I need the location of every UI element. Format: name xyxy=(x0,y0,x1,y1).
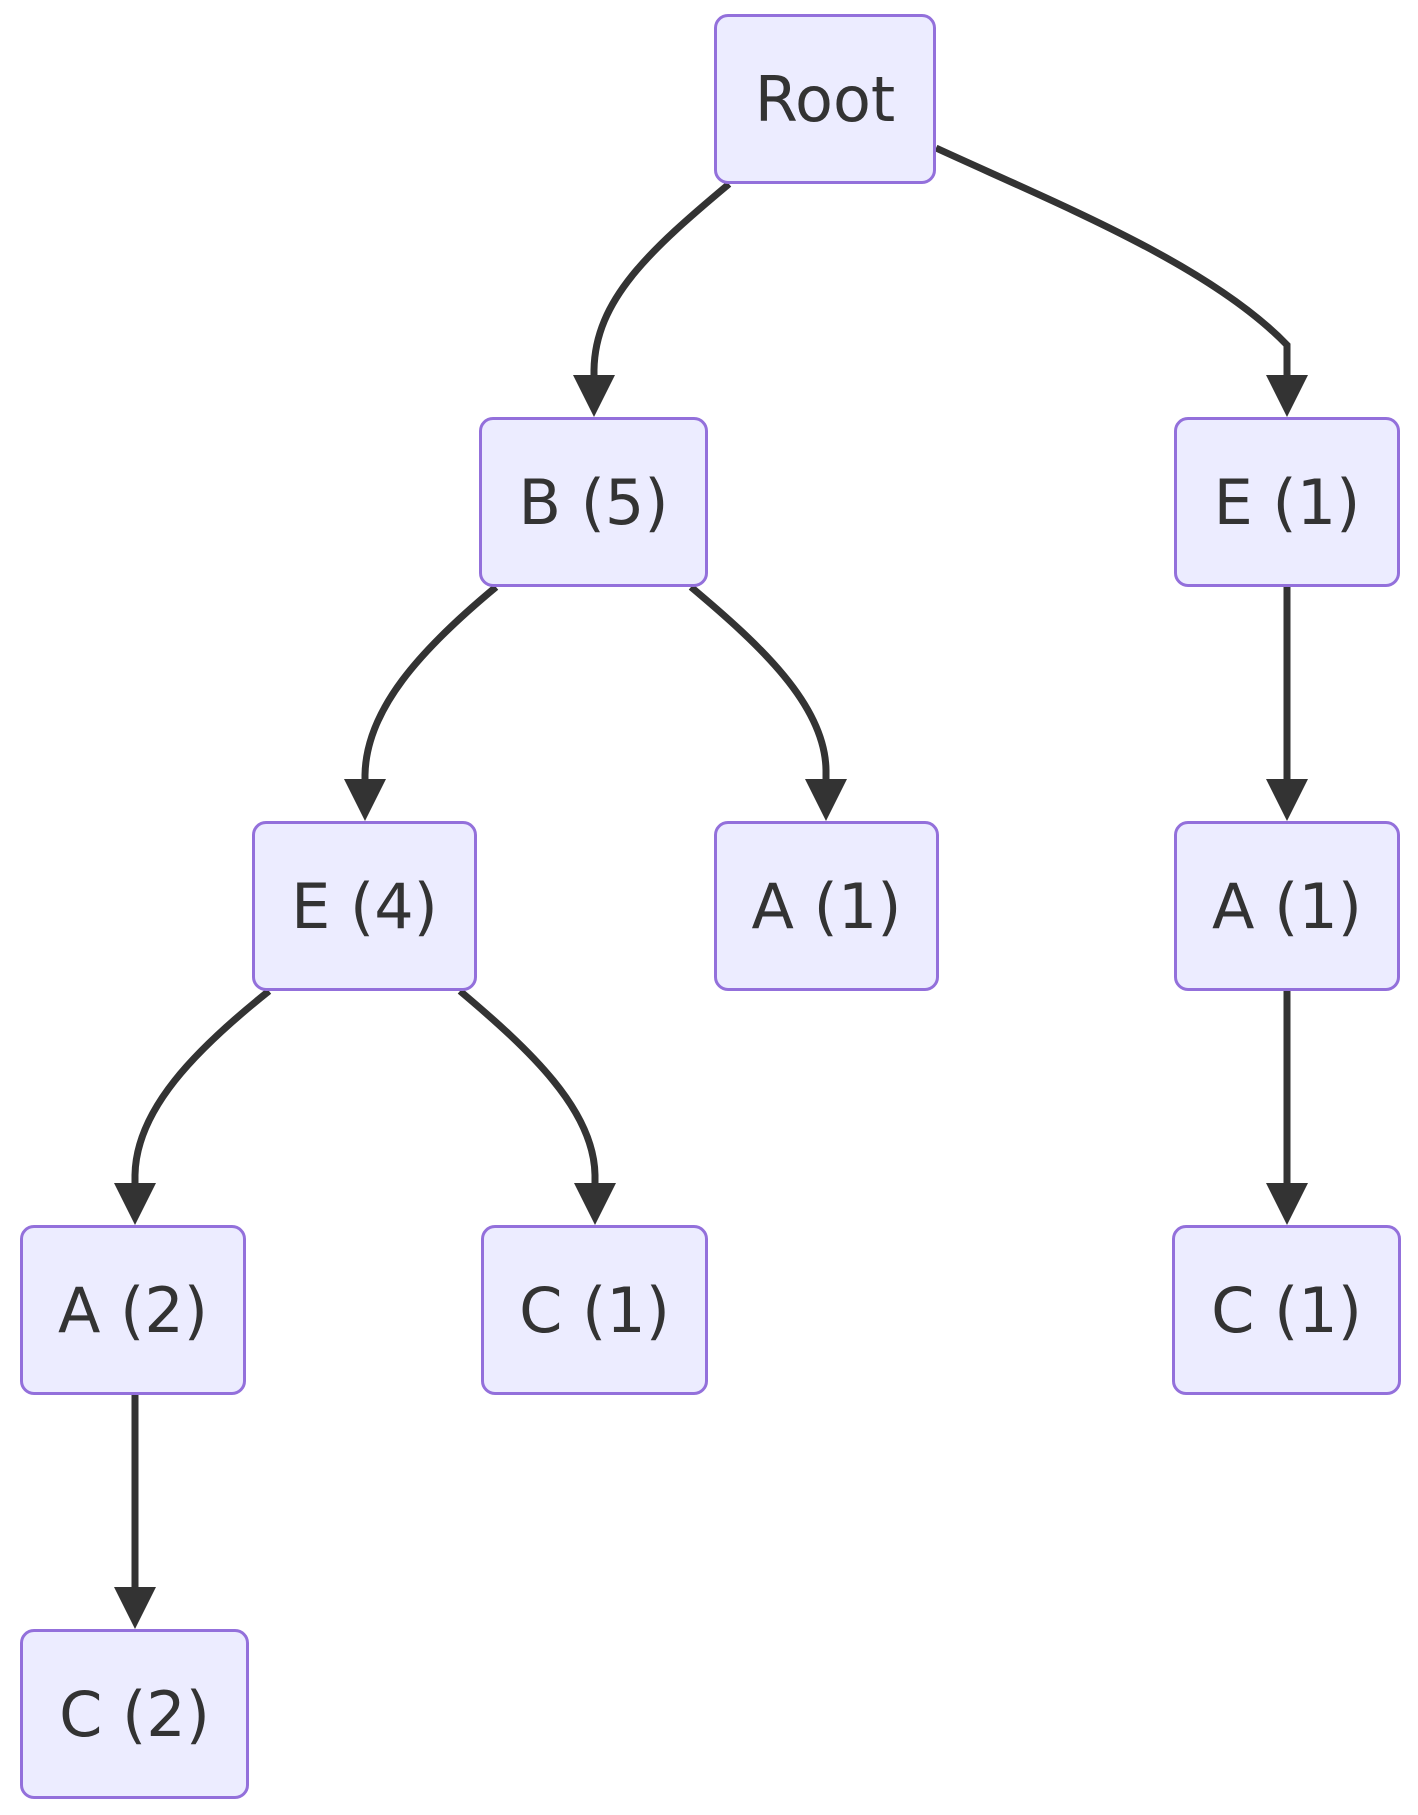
node-a1-right-label: A (1) xyxy=(1212,869,1362,943)
node-a1-label: A (1) xyxy=(751,869,902,943)
edge-e4-a2 xyxy=(114,988,272,1225)
edge-root-e1 xyxy=(934,144,1308,417)
node-e1-label: E (1) xyxy=(1213,465,1361,539)
edge-e4-c1 xyxy=(457,988,616,1225)
node-c2[interactable]: C (2) xyxy=(20,1629,249,1799)
node-c1[interactable]: C (1) xyxy=(481,1225,708,1395)
node-a2[interactable]: A (2) xyxy=(20,1225,246,1395)
node-root[interactable]: Root xyxy=(714,14,936,184)
node-a2-label: A (2) xyxy=(58,1273,208,1347)
node-b5[interactable]: B (5) xyxy=(479,417,708,587)
node-e4[interactable]: E (4) xyxy=(252,821,477,991)
node-c2-label: C (2) xyxy=(59,1677,210,1751)
node-root-label: Root xyxy=(754,62,896,136)
node-c1-right-label: C (1) xyxy=(1211,1273,1362,1347)
node-c1-right[interactable]: C (1) xyxy=(1172,1225,1401,1395)
edge-b5-e4 xyxy=(344,584,499,821)
edge-b5-a1 xyxy=(688,584,847,821)
edge-root-b5 xyxy=(573,181,732,417)
node-c1-label: C (1) xyxy=(519,1273,670,1347)
node-a1[interactable]: A (1) xyxy=(714,821,939,991)
node-e1[interactable]: E (1) xyxy=(1174,417,1400,587)
node-a1-right[interactable]: A (1) xyxy=(1174,821,1400,991)
node-e4-label: E (4) xyxy=(291,869,438,943)
node-b5-label: B (5) xyxy=(518,465,669,539)
